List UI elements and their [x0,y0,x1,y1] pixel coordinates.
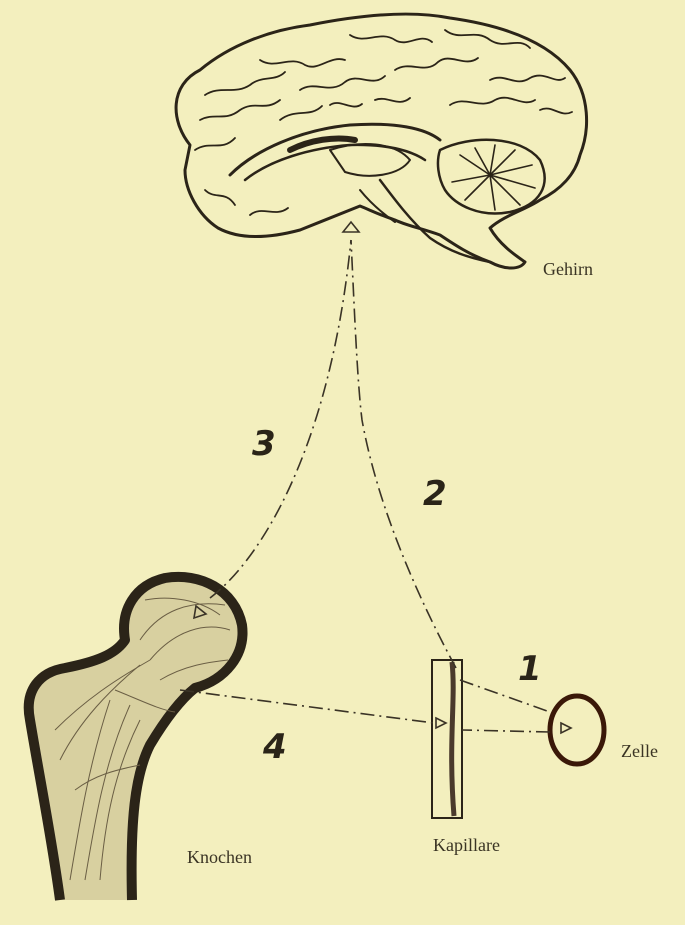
pathway-number-2: 2 [423,474,447,514]
brain-illustration [176,14,587,268]
pathway-2-line [351,240,456,668]
pathway-number-1: 1 [518,649,542,689]
cell-label: Zelle [621,741,658,761]
cerebellum-folia [452,145,535,210]
capillary-label: Kapillare [433,835,500,855]
pathway-1-return-line [462,730,550,732]
pathway-4-line [180,690,434,723]
capillary-illustration [432,660,462,818]
pathway-number-4: 4 [262,727,287,767]
pathway-3-line [210,240,351,598]
brain-sulci [195,30,572,215]
bone-label: Knochen [187,847,252,867]
cell-illustration [550,696,604,764]
pathway-number-3: 3 [252,424,276,464]
brain-label: Gehirn [543,259,593,279]
